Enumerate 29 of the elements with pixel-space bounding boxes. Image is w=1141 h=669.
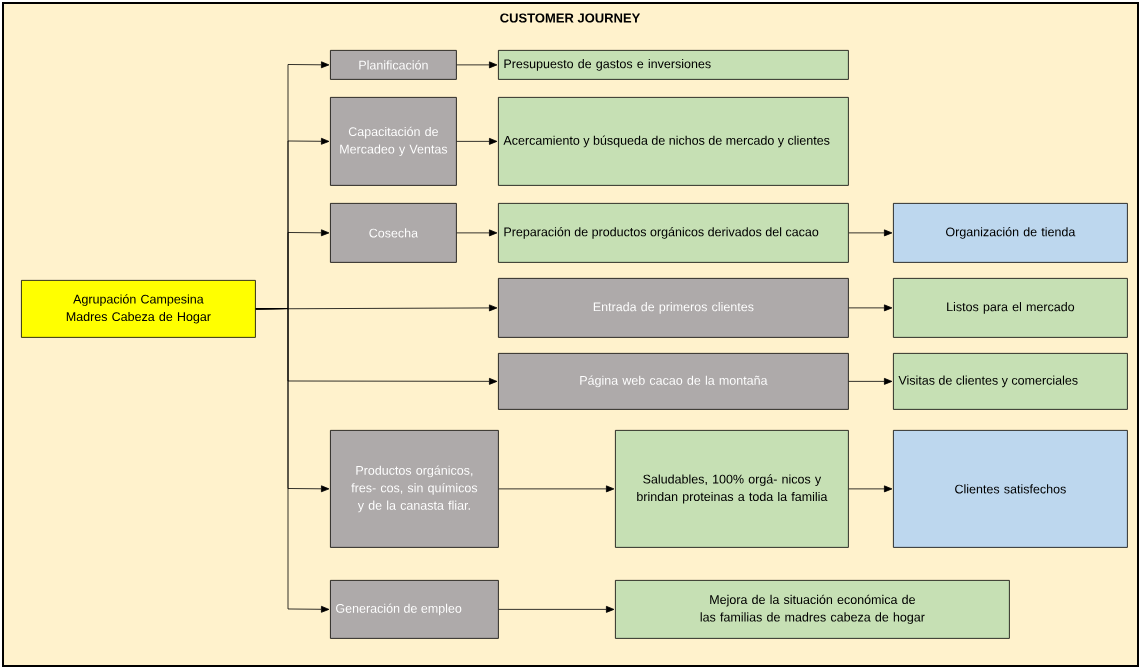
arrow bbox=[255, 308, 330, 613]
step-box: Página web cacao de la montaña bbox=[498, 353, 849, 410]
arrow bbox=[456, 137, 498, 145]
arrow bbox=[848, 304, 893, 312]
arrow bbox=[456, 229, 498, 237]
result-box: Presupuesto de gastos e inversiones bbox=[498, 50, 849, 80]
step-box: Capacitación de Mercadeo y Ventas bbox=[330, 97, 457, 186]
arrow bbox=[255, 304, 498, 312]
step-box: Entrada de primeros clientes bbox=[498, 278, 849, 338]
arrow bbox=[848, 229, 893, 237]
result-box: Listos para el mercado bbox=[893, 278, 1128, 338]
arrow bbox=[848, 485, 893, 493]
arrow bbox=[456, 61, 498, 69]
step-box: Productos orgánicos, fres- cos, sin químicos y de la canasta fliar. bbox=[330, 430, 499, 548]
result-box: Visitas de clientes y comerciales bbox=[893, 353, 1128, 410]
step-box: Planificación bbox=[330, 50, 457, 80]
arrow bbox=[848, 377, 893, 385]
result-box: Acercamiento y búsqueda de nichos de mercado y clientes bbox=[498, 97, 849, 186]
title: CUSTOMER JOURNEY bbox=[500, 13, 641, 23]
start-box: Agrupación Campesina Madres Cabeza de Hogar bbox=[21, 280, 256, 338]
result-box: Mejora de la situación económica de las familias de madres cabeza de hogar bbox=[615, 580, 1010, 639]
step-box: Generación de empleo bbox=[330, 580, 499, 639]
step-box: Cosecha bbox=[330, 203, 457, 263]
result-box: Saludables, 100% orgá- nicos y brindan proteinas a toda la familia bbox=[615, 430, 849, 548]
arrow bbox=[498, 605, 615, 613]
arrow bbox=[498, 485, 615, 493]
outcome-box: Organización de tienda bbox=[893, 203, 1128, 263]
result-box: Preparación de productos orgánicos derivados del cacao bbox=[498, 203, 849, 263]
outcome-box: Clientes satisfechos bbox=[893, 430, 1128, 548]
